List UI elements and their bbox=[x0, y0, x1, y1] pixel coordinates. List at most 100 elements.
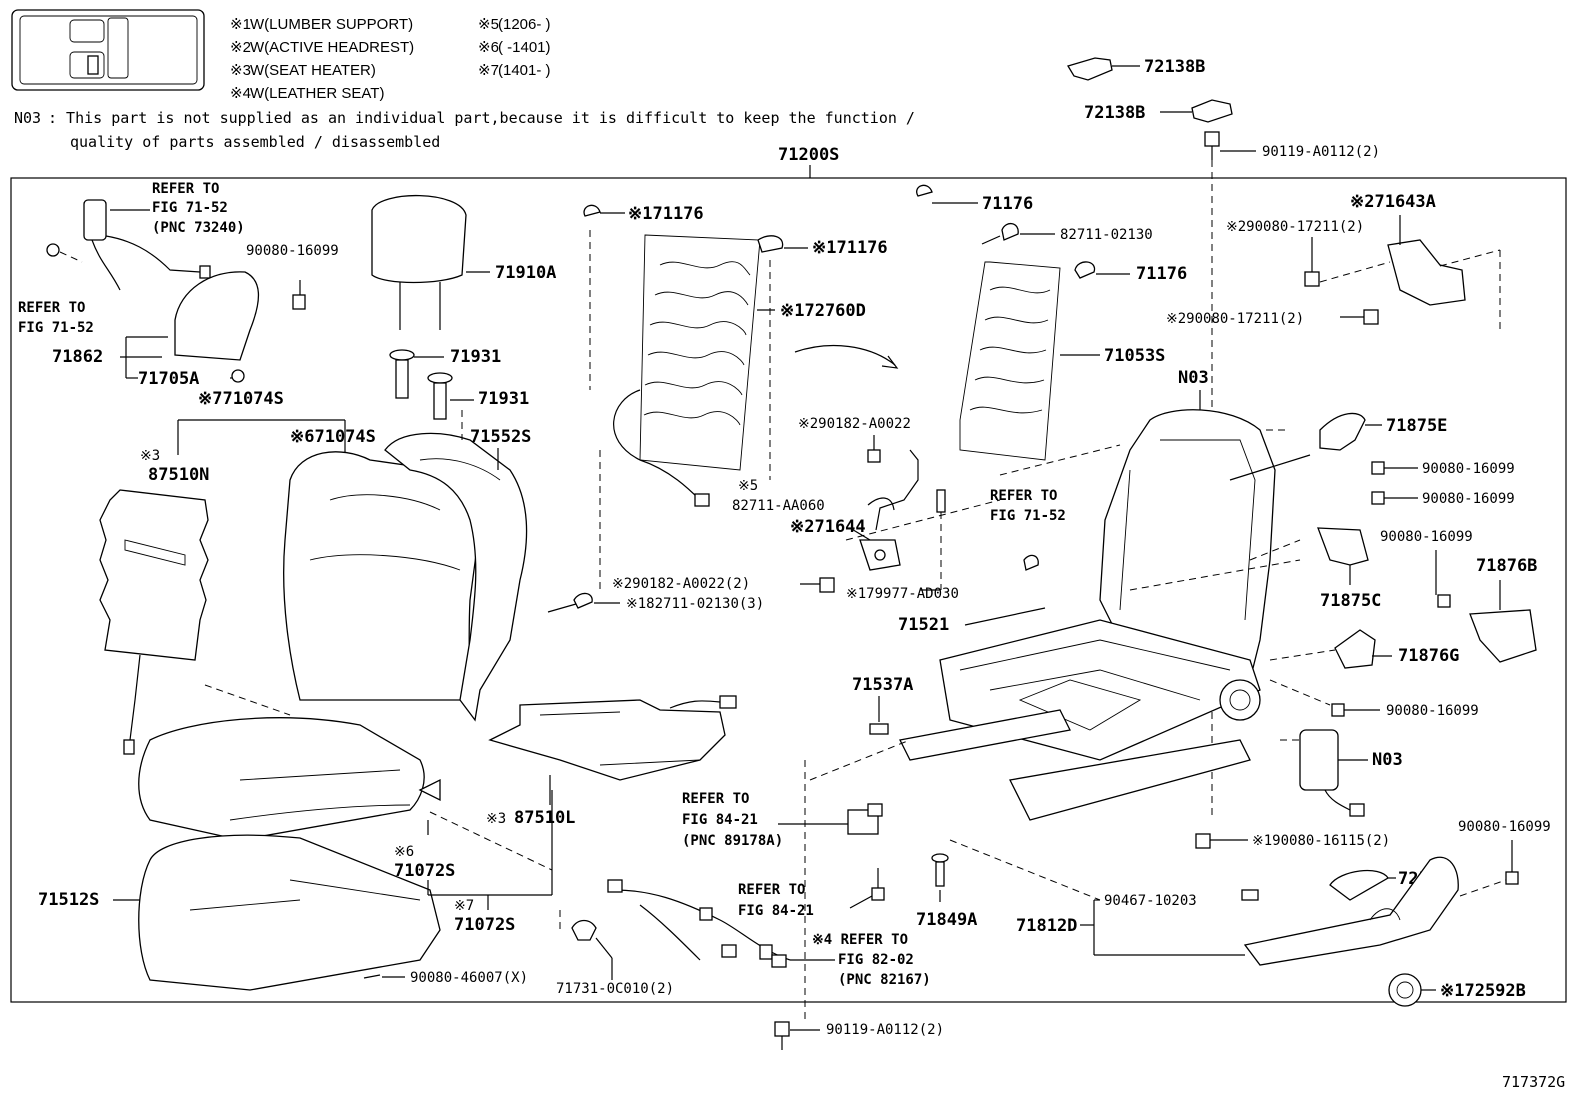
bracket-71643A bbox=[1304, 215, 1501, 330]
seat-heater-87510N bbox=[99, 489, 209, 755]
refer-8421-b-line1: REFER TO bbox=[738, 882, 805, 898]
legend-mark-4: ※4 bbox=[230, 85, 251, 102]
screw-16115 bbox=[1195, 833, 1248, 849]
part-71862: 71862 bbox=[52, 347, 103, 367]
part-90080-16099-c: 90080-16099 bbox=[1422, 491, 1515, 507]
refer-8421-a-line1: REFER TO bbox=[682, 791, 749, 807]
part-71849A: 71849A bbox=[916, 910, 977, 930]
refer-7152-a-line3: (PNC 73240) bbox=[152, 220, 245, 236]
part-71931-a: 71931 bbox=[450, 347, 501, 367]
legend-text-1: W(LUMBER SUPPORT) bbox=[250, 16, 413, 33]
note-line-1: : This part is not supplied as an indivi… bbox=[48, 109, 915, 127]
part-71176-c: 71176 bbox=[982, 194, 1033, 214]
nut-90182-a bbox=[867, 435, 919, 531]
part-72138B-b: 72138B bbox=[1084, 103, 1145, 123]
part-71731: 71731-0C010(2) bbox=[556, 981, 674, 997]
part-90080-17211-b: ※290080-17211(2) bbox=[1166, 311, 1304, 327]
clip-71731 bbox=[571, 919, 613, 980]
refer-8202-line1: ※4 REFER TO bbox=[812, 932, 908, 948]
legend-mark-7: ※7 bbox=[478, 62, 499, 79]
part-71643A: ※271643A bbox=[1350, 192, 1436, 212]
cushion-cover-71072S bbox=[138, 717, 441, 841]
part-72138B-a: 72138B bbox=[1144, 57, 1205, 77]
refer-7152-a-line1: REFER TO bbox=[152, 181, 219, 197]
refer-7152-c-line1: REFER TO bbox=[990, 488, 1057, 504]
refer-8202-line2: FIG 82-02 bbox=[838, 952, 914, 968]
part-71644: ※271644 bbox=[790, 517, 866, 537]
refer-7152-a-line2: FIG 71-52 bbox=[152, 200, 228, 216]
part-90080-16099-b: 90080-16099 bbox=[1422, 461, 1515, 477]
refer-8202-line3: (PNC 82167) bbox=[838, 972, 931, 988]
cover-71876G bbox=[1334, 629, 1392, 669]
legend-mark-5: ※5 bbox=[478, 16, 499, 33]
wire-harness bbox=[607, 879, 791, 968]
part-71875E: 71875E bbox=[1386, 416, 1447, 436]
clip-46007 bbox=[363, 974, 381, 979]
part-90080-16099-f: 90080-16099 bbox=[1458, 819, 1551, 835]
legend-text-5: (1206- ) bbox=[498, 16, 551, 33]
note-line-2: quality of parts assembled / disassemble… bbox=[70, 133, 440, 151]
seat-icon bbox=[11, 9, 205, 91]
refer-8421-b-line2: FIG 84-21 bbox=[738, 903, 814, 919]
part-72760D: ※172760D bbox=[780, 301, 866, 321]
part-71074S-6: ※671074S bbox=[290, 427, 376, 447]
part-90182-b: ※290182-A0022(2) bbox=[612, 576, 750, 592]
seat-frame-N03 bbox=[899, 409, 1311, 821]
part-71875C: 71875C bbox=[1320, 591, 1381, 611]
part-71876B: 71876B bbox=[1476, 556, 1537, 576]
legend-text-7: (1401- ) bbox=[498, 62, 551, 79]
legend-mark-2: ※2 bbox=[230, 39, 251, 56]
part-71176-a: ※171176 bbox=[628, 204, 704, 224]
part-N03-b: N03 bbox=[1372, 750, 1403, 770]
part-87510L: 87510L bbox=[514, 808, 575, 828]
rod-79977 bbox=[936, 489, 946, 513]
clip-refer-c bbox=[1023, 554, 1039, 571]
refer-8421-a-line3: (PNC 89178A) bbox=[682, 833, 783, 849]
side-shield-71812D bbox=[1243, 856, 1459, 966]
legend-text-4: W(LEATHER SEAT) bbox=[250, 85, 384, 102]
headrest-71910A bbox=[371, 194, 490, 330]
part-71074S-7: ※771074S bbox=[198, 389, 284, 409]
screw-16099-b bbox=[1371, 461, 1418, 475]
part-79977: ※179977-AD030 bbox=[846, 586, 959, 602]
cushion-pad-71512S bbox=[138, 834, 441, 991]
legend-mark-3: ※3 bbox=[230, 62, 251, 79]
part-90467: 90467-10203 bbox=[1104, 893, 1197, 909]
part-72592B: ※172592B bbox=[1440, 981, 1526, 1001]
part-87510N: 87510N bbox=[148, 465, 209, 485]
bolt-71849A bbox=[931, 853, 949, 902]
note-code: N03 bbox=[14, 109, 41, 127]
cover-71875C bbox=[1317, 527, 1369, 585]
part-71176-b: ※171176 bbox=[812, 238, 888, 258]
part-71552S: 71552S bbox=[470, 427, 531, 447]
legend-text-2: W(ACTIVE HEADREST) bbox=[250, 39, 414, 56]
part-71931-b: 71931 bbox=[478, 389, 529, 409]
part-71537A: 71537A bbox=[852, 675, 913, 695]
part-71521: 71521 bbox=[898, 615, 949, 635]
flow-arrow bbox=[794, 344, 896, 366]
part-71200S: 71200S bbox=[778, 145, 839, 165]
part-71705A: 71705A bbox=[138, 369, 199, 389]
knob-72526 bbox=[1329, 869, 1396, 901]
refer-7152-c-line2: FIG 71-52 bbox=[990, 508, 1066, 524]
screw-16099-c bbox=[1371, 491, 1418, 505]
module-N03 bbox=[1299, 729, 1368, 817]
part-82711-AA060-mark: ※5 bbox=[738, 478, 758, 494]
part-71072S-6-mark: ※6 bbox=[394, 844, 414, 860]
part-82711-02130-a: 82711-02130 bbox=[1060, 227, 1153, 243]
lumbar-support-frame bbox=[583, 204, 761, 507]
part-90080-16099-e: 90080-16099 bbox=[1386, 703, 1479, 719]
screw-16099-d bbox=[1437, 594, 1451, 608]
part-90080-16099-a: 90080-16099 bbox=[246, 243, 339, 259]
cover-71876B bbox=[1469, 580, 1537, 663]
part-87510N-mark: ※3 bbox=[140, 448, 160, 464]
part-71072S-6: 71072S bbox=[394, 861, 455, 881]
cover-72138B-top bbox=[1067, 57, 1140, 81]
cover-72138B-lower bbox=[1160, 99, 1233, 123]
part-71812D: 71812D bbox=[1016, 916, 1077, 936]
refer-8421-a-line2: FIG 84-21 bbox=[682, 812, 758, 828]
part-90182-a: ※290182-A0022 bbox=[798, 416, 911, 432]
screw-a bbox=[292, 294, 306, 310]
